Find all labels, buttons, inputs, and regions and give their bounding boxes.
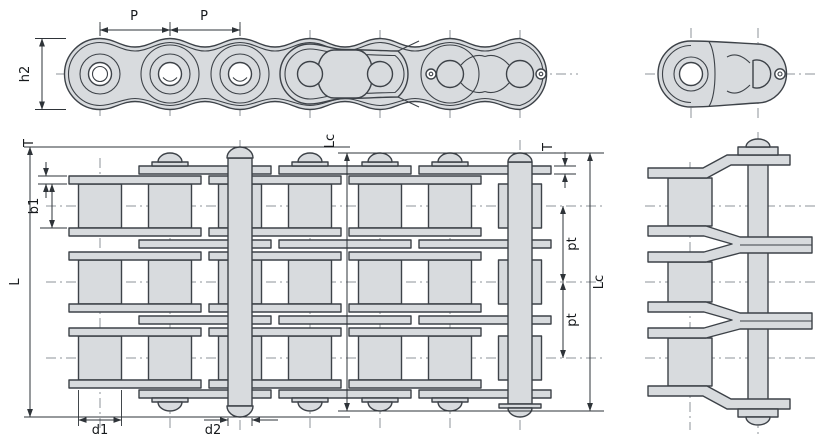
pitch-label-2: P (200, 9, 208, 24)
plan-inner-plates (68, 175, 482, 389)
junction-plate-1 (647, 225, 813, 263)
end-view (645, 28, 818, 122)
plan-pin-heads-top (151, 152, 469, 167)
clip-hole (535, 68, 547, 80)
end-view-link (657, 40, 788, 108)
plan-view-chain (68, 146, 552, 418)
connecting-pin-head (505, 59, 535, 89)
plate-end-arc (140, 44, 200, 104)
pin-diameter-label: d2 (205, 423, 222, 438)
plan-rollers (77, 183, 543, 381)
plan-pin-heads-bottom (151, 397, 469, 412)
pitch-extension-lines (99, 22, 241, 36)
bottom-plate (647, 385, 791, 410)
pin-heads (737, 138, 779, 426)
plate-thickness-right-label: T (541, 143, 556, 152)
pin-column (747, 154, 769, 410)
link-side-view-body (647, 138, 813, 426)
roller-outline (149, 53, 191, 95)
barrel-edge (708, 41, 716, 107)
connecting-pin-head (435, 59, 465, 89)
overall-pin-length-label: L (8, 278, 23, 286)
bushing-bore (227, 61, 253, 87)
plan-view: L Lc Lc T b1 T pt pt (8, 134, 607, 438)
clip-hole-dot (428, 71, 434, 77)
pitch-label-1: P (130, 9, 138, 24)
inner-width-label: b1 (27, 198, 42, 215)
clip-hole (774, 68, 786, 80)
bushing-ring (673, 56, 709, 92)
link-inner-contour (662, 44, 692, 104)
pin-head (296, 60, 324, 88)
spring-clip-icon (460, 54, 510, 94)
connecting-pin-mid (226, 146, 254, 418)
side-view: P P h2 (18, 9, 578, 118)
side-view-dimensions: P P h2 (18, 9, 241, 110)
clip-hole (425, 68, 437, 80)
plate-thickness-left-label: T (22, 139, 37, 148)
link-side-view (645, 132, 816, 434)
plan-view-dimensions: L Lc Lc T b1 T pt pt (8, 134, 607, 438)
plate-end-arc (420, 44, 480, 104)
side-view-chain-body (63, 37, 548, 111)
transverse-pitch-upper-label: pt (565, 237, 580, 250)
roller-outline (79, 53, 121, 95)
pin-bore (678, 61, 704, 87)
clip-plate (752, 59, 772, 89)
plate-edge-line (397, 96, 420, 108)
spring-clip-icon (726, 54, 751, 94)
plate-end-arc (210, 44, 270, 104)
roller-diameter-label: d1 (92, 423, 109, 438)
top-plate (647, 154, 791, 179)
plate-edge-line (397, 40, 420, 52)
bushing-bore (157, 61, 183, 87)
transverse-pitch-lower-label: pt (565, 313, 580, 326)
roller-outline (219, 53, 261, 95)
connecting-pin-right (498, 152, 542, 418)
junction-plate-2 (647, 301, 813, 339)
pin-end (91, 65, 109, 83)
pin-head (366, 60, 394, 88)
bushing-bore (87, 61, 113, 87)
roller-column (667, 177, 713, 387)
connecting-pin-length-right-label: Lc (592, 275, 607, 289)
plate-height-label: h2 (18, 66, 33, 83)
link-bar-outline (317, 49, 373, 99)
clip-hole-dot (538, 71, 544, 77)
bushing-cup (162, 77, 178, 82)
clip-hole-dot (777, 71, 783, 77)
chain-inner-contour (67, 41, 544, 107)
bushing-cup (232, 77, 248, 82)
connecting-pin-length-mid-label: Lc (323, 134, 338, 148)
